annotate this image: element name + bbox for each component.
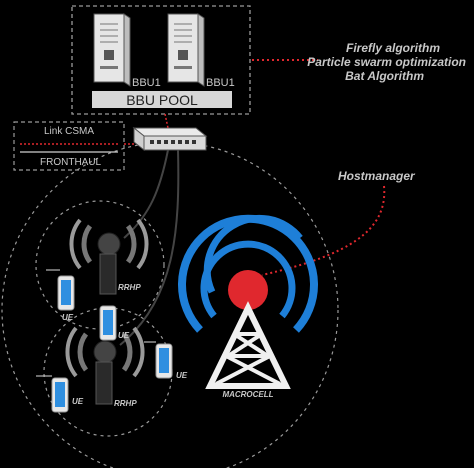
ue-label-4: UE [72,397,84,406]
ue-phone-3-icon [144,341,173,379]
legend-fronthaul-label: FRONTHAUL [40,157,102,168]
algorithm-firefly: Firefly algorithm [346,41,440,55]
pool-switch-link [164,113,169,129]
bbu-pool-frame [71,5,251,115]
bbu-unit-a-label: BBU1 [132,77,161,89]
ue-phone-4-icon [36,375,69,413]
fronthaul-cable-bottom [119,149,180,346]
rrh-antenna-top-icon [69,218,149,295]
legend-box [13,121,125,171]
ue-phone-1-icon [46,269,75,311]
bbu-unit-b-label: BBU1 [206,77,235,89]
bbu-pool-bar [92,91,232,108]
bbu-unit-b-icon [167,13,205,87]
macrocell-tower-icon [178,214,318,389]
rrhp-top-label: RRHP [118,283,141,292]
hostmanager-link [261,185,386,276]
bbu-unit-a-icon [93,13,131,87]
rrhp-bottom-label: RRHP [114,399,137,408]
ue-label-2: UE [118,331,130,340]
rrh-antenna-bottom-icon [65,326,145,405]
bbu-pool-label: BBU POOL [126,92,198,108]
ue-label-3: UE [176,371,188,380]
hostmanager-label: Hostmanager [338,169,416,183]
macrocell-label: MACROCELL [222,390,273,399]
fronthaul-cable-top [123,149,169,239]
algorithm-pso: Particle swarm optimization [307,55,466,69]
network-switch-icon [132,126,208,152]
ue-label-1: UE [62,313,74,322]
ue-phone-2-icon [99,305,117,341]
algorithm-bat: Bat Algorithm [345,69,424,83]
legend-link-label: Link CSMA [44,126,94,137]
